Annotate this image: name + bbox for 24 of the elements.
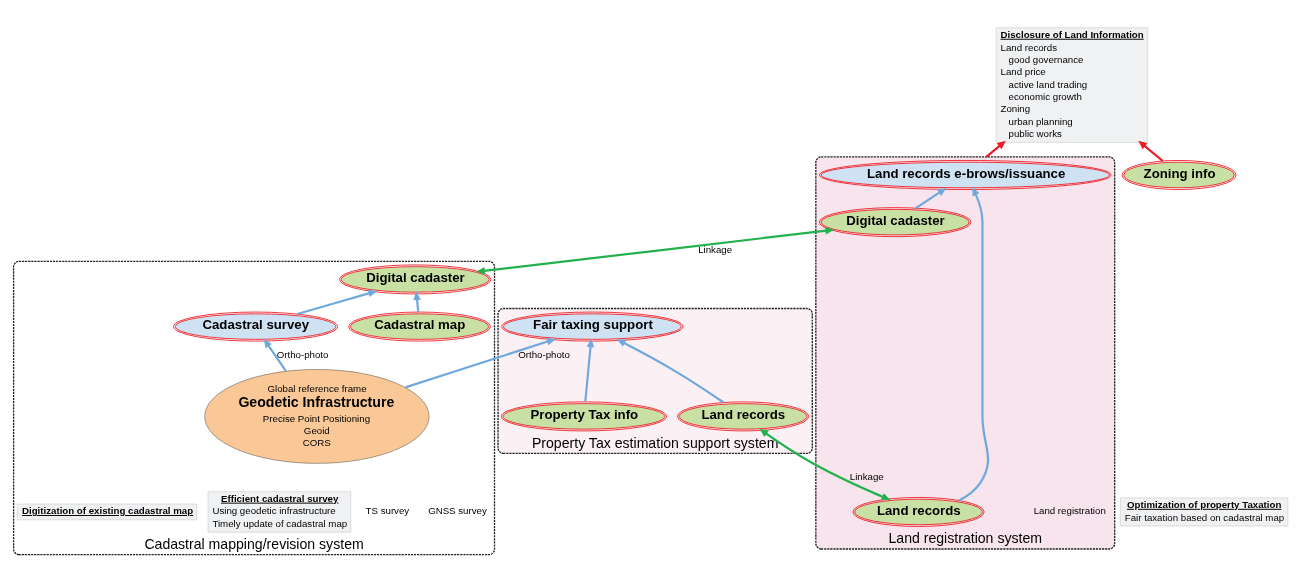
node-box: Efficient cadastral survey Using geodetic infrastructure Timely update of cadastral map [207,491,352,533]
node-box: Digitization of existing cadastral map [17,503,197,521]
label: GNSS survey [428,505,487,517]
arrow [297,289,377,316]
node-ellipse: Global reference frame Geodetic Infrastructure Precise Point Positioning Geoid CORS [204,369,430,464]
arrow [985,140,1006,158]
edge-label: Ortho-photo [518,348,570,360]
node-box: Optimization of property Taxation Fair taxation based on cadastral map [1120,497,1289,527]
edge-label: Linkage [698,244,733,256]
arrow [616,339,725,404]
label: TS survey [365,505,410,517]
edge-label: Linkage [849,471,884,483]
arrow [584,338,595,402]
arrow [476,227,835,275]
arrow [1138,140,1164,162]
label: Land registration [1033,505,1106,517]
arrow [405,337,556,389]
node-box: Disclosure of Land Information Land records good governance Land price active land trading economic growth Zoning urban planning public works [995,27,1148,143]
arrow [915,187,947,209]
arrow [759,428,891,501]
arrow [263,338,287,372]
arrow [958,187,990,502]
edge-label: Ortho-photo [276,348,329,360]
arrow [413,291,421,313]
